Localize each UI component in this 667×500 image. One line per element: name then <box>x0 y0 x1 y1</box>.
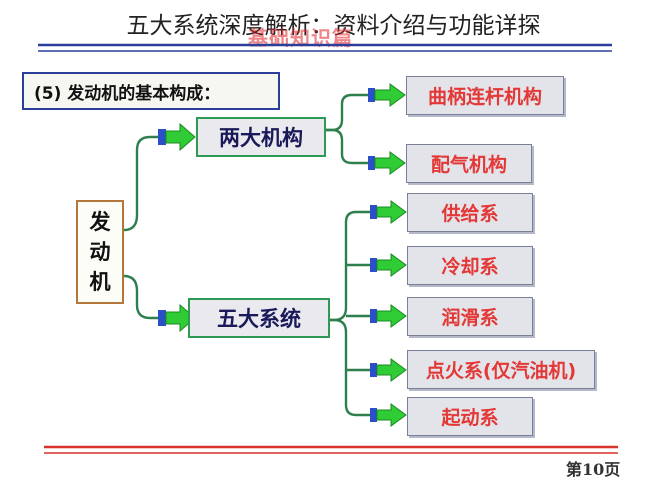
root-char: 机 <box>89 270 111 294</box>
top-rule <box>38 43 612 52</box>
arrow-to-group-2 <box>158 303 196 333</box>
arrow-to-leaf-3 <box>370 200 407 224</box>
tree-connectors <box>123 93 370 417</box>
page-number: 第10页 <box>566 460 621 479</box>
arrow-to-leaf-4 <box>370 253 407 277</box>
arrow-to-leaf-5 <box>370 304 407 328</box>
arrow-to-leaf-2 <box>368 151 406 175</box>
section-heading: (5) 发动机的基本构成： <box>22 72 280 110</box>
arrow-to-leaf-7 <box>370 403 407 427</box>
connector-root-lower <box>123 274 158 320</box>
arrow-to-group-1 <box>158 122 196 152</box>
node-two-mechanisms: 两大机构 <box>196 117 326 157</box>
root-char: 动 <box>89 240 111 264</box>
leaf-starting-system: 起动系 <box>407 397 533 436</box>
arrow-to-leaf-6 <box>370 358 407 382</box>
bottom-rule <box>44 445 618 454</box>
page-title: 五大系统深度解析：资料介绍与功能详探 <box>126 13 541 39</box>
connector-group1-lower <box>314 128 368 165</box>
connector-group2-bottom <box>314 318 370 417</box>
root-node-engine: 发 动 机 <box>76 200 124 304</box>
leaf-fuel-supply-system: 供给系 <box>407 193 533 232</box>
leaf-crank-connecting-rod: 曲柄连杆机构 <box>406 76 564 115</box>
leaf-ignition-system: 点火系(仅汽油机) <box>407 350 595 389</box>
node-five-systems: 五大系统 <box>188 298 330 338</box>
connector-root-upper <box>123 135 158 232</box>
leaf-cooling-system: 冷却系 <box>407 246 533 285</box>
root-char: 发 <box>89 210 111 234</box>
arrow-to-leaf-1 <box>368 83 406 107</box>
leaf-valve-train: 配气机构 <box>406 144 532 183</box>
leaf-lubrication-system: 润滑系 <box>407 297 533 336</box>
